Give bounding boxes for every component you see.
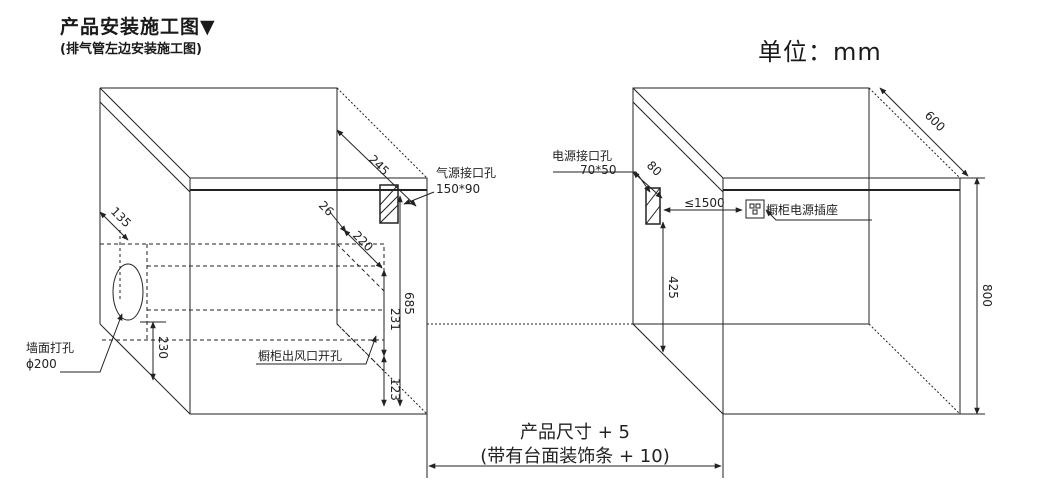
dim-80: 80: [644, 158, 665, 179]
dimension-lines: [99, 87, 985, 478]
dim-135: 135: [108, 204, 134, 230]
dim-1500: ≤1500: [684, 196, 725, 210]
cabinet-socket-label: 橱柜电源插座: [766, 202, 838, 217]
dim-685: 685: [402, 292, 416, 315]
gas-inlet-size: 150*90: [436, 182, 480, 196]
dim-600: 600: [922, 108, 948, 134]
page-title: 产品安装施工图▼: [60, 16, 216, 38]
power-inlet-hatch: [645, 187, 661, 225]
cabinet-vent-label: 橱柜出风口开孔: [258, 349, 342, 363]
right-cabinet: [632, 87, 961, 415]
unit-label: 单位：mm: [758, 38, 882, 66]
dim-230: 230: [156, 336, 170, 359]
dim-800: 800: [980, 284, 994, 307]
socket-icon: [745, 199, 765, 219]
power-hole-size: 70*50: [580, 163, 617, 177]
wall-hole-label: 墙面打孔: [26, 341, 74, 355]
leader-lines: [60, 171, 872, 373]
dim-220: 220: [350, 228, 376, 254]
product-size-label: 产品尺寸 + 5: [520, 422, 630, 443]
gas-inlet-label: 气源接口孔: [436, 165, 496, 180]
wall-hole-size: ϕ200: [26, 357, 57, 371]
left-cabinet: [99, 87, 428, 415]
power-hole-label: 电源接口孔: [552, 148, 612, 163]
dim-425: 425: [666, 276, 680, 299]
dim-231: 231: [388, 308, 402, 331]
dim-123: 123: [388, 378, 402, 401]
product-size-trim-label: (带有台面装饰条 + 10): [480, 446, 669, 467]
page-subtitle: (排气管左边安装施工图): [60, 42, 202, 57]
dim-245: 245: [366, 152, 392, 178]
